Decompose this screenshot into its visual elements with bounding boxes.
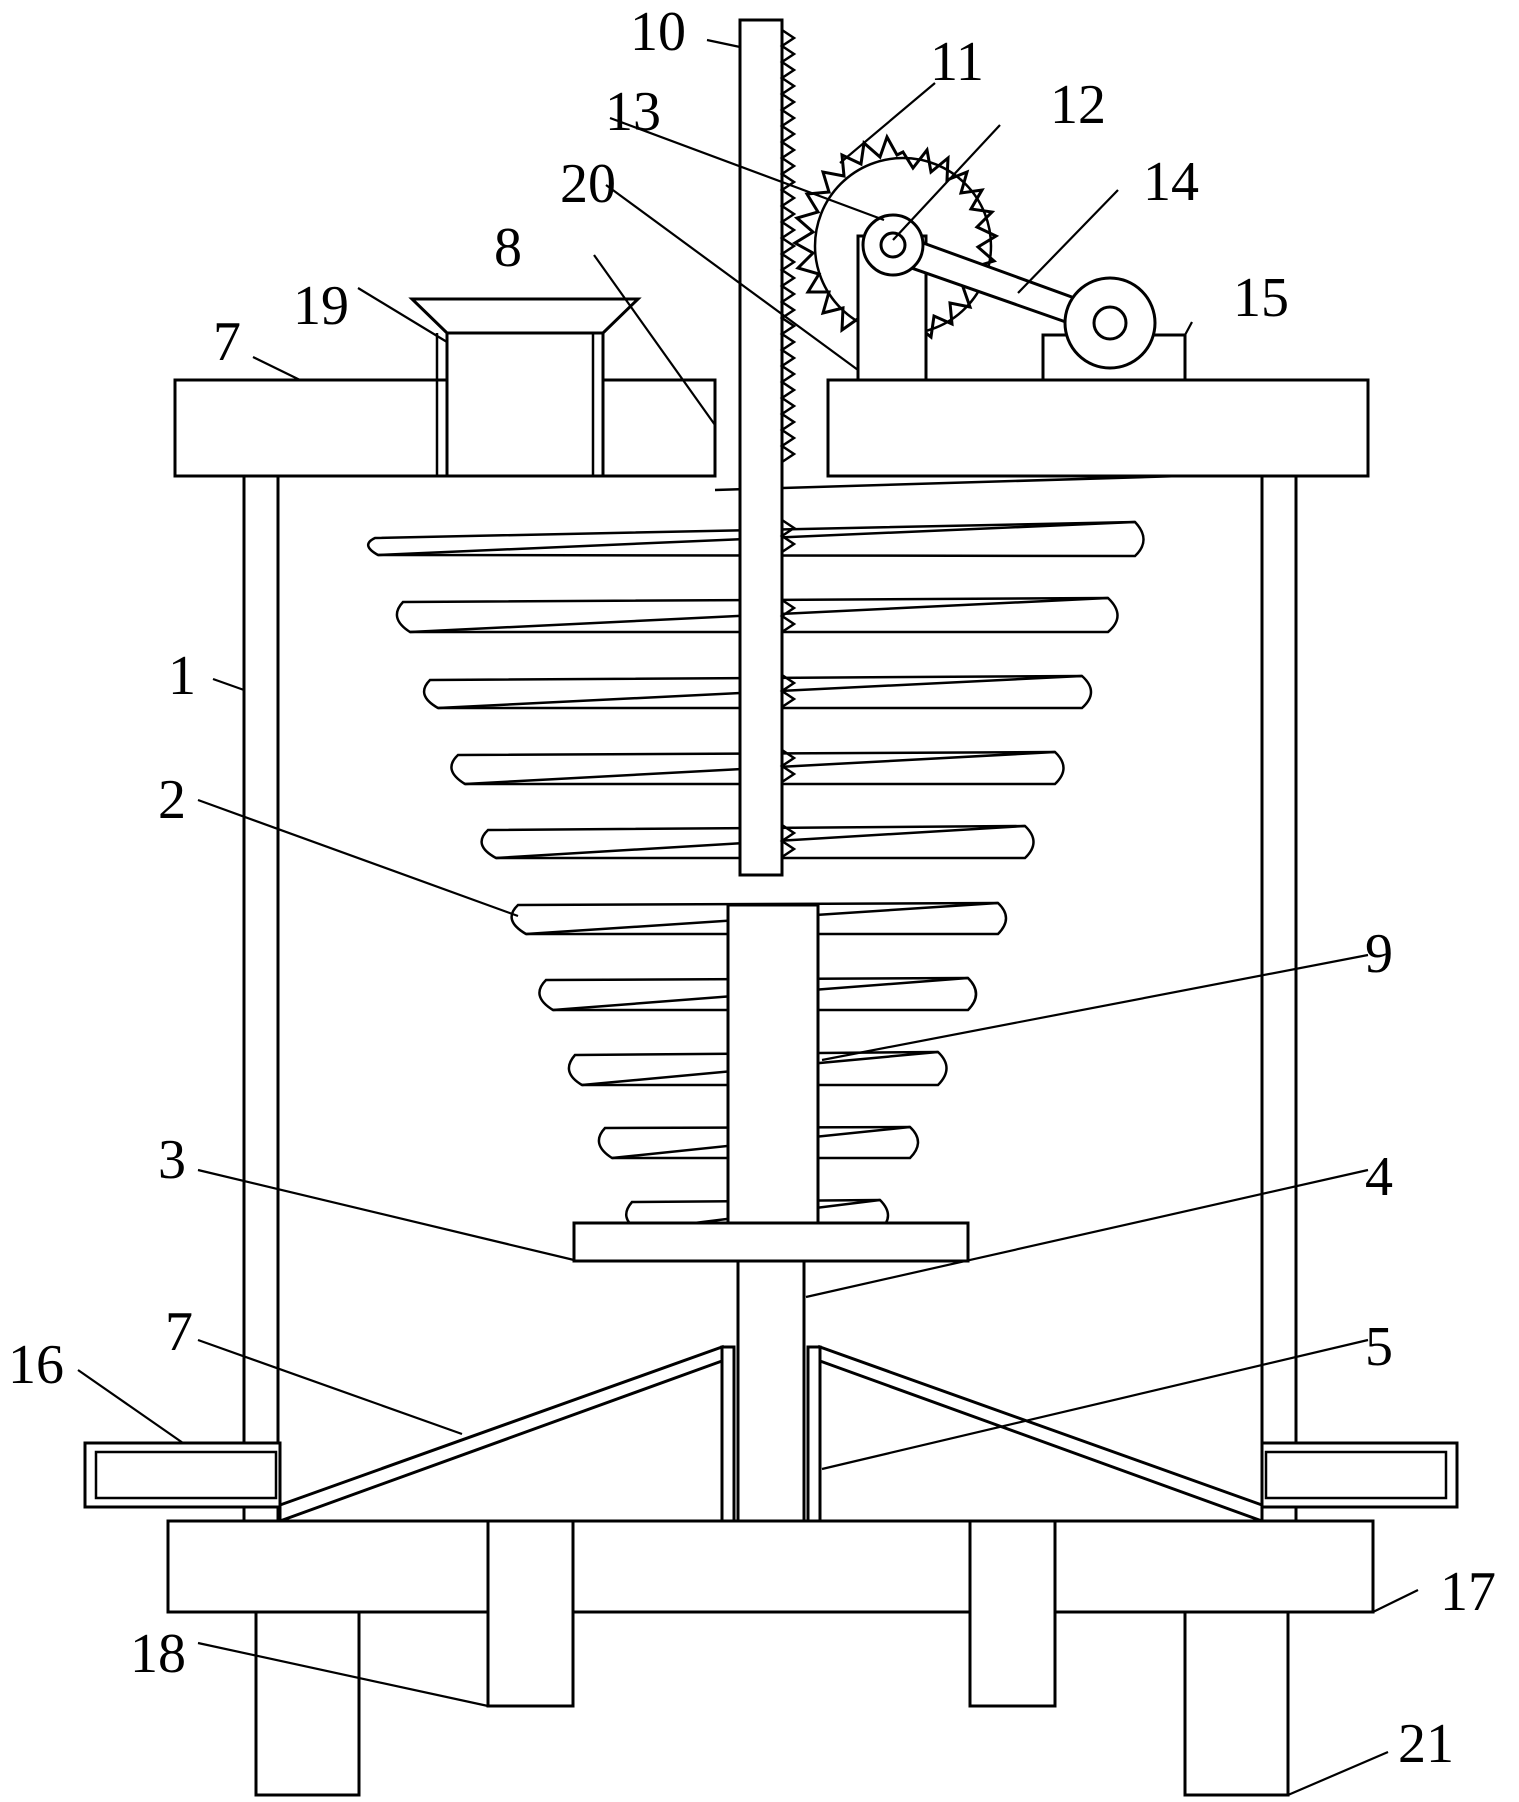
support-plate bbox=[572, 1221, 970, 1263]
labels: 1 2 3 4 5 7 7 8 9 10 11 12 13 14 15 16 1… bbox=[8, 1, 1496, 1775]
inner-leg-left bbox=[486, 1519, 575, 1708]
label-12: 12 bbox=[1050, 74, 1106, 136]
leader-lines bbox=[77, 38, 1419, 1797]
sleeve-tube bbox=[726, 903, 820, 1225]
support-column bbox=[736, 1259, 806, 1523]
label-19: 19 bbox=[293, 275, 349, 337]
top-cover-right bbox=[826, 378, 1370, 478]
label-14: 14 bbox=[1143, 151, 1199, 213]
label-20: 20 bbox=[560, 153, 616, 215]
label-11: 11 bbox=[930, 31, 984, 93]
label-2: 2 bbox=[158, 769, 186, 831]
motor-wheel bbox=[1063, 276, 1157, 370]
label-7-bottom: 7 bbox=[165, 1301, 193, 1363]
label-17: 17 bbox=[1440, 1561, 1496, 1623]
label-3: 3 bbox=[158, 1129, 186, 1191]
foot-right bbox=[1183, 1610, 1290, 1797]
label-7-top: 7 bbox=[213, 311, 241, 373]
inner-leg-right bbox=[968, 1519, 1057, 1708]
label-21: 21 bbox=[1398, 1713, 1454, 1775]
gear-hub bbox=[861, 213, 925, 277]
brace-right bbox=[818, 1344, 1264, 1524]
label-4: 4 bbox=[1365, 1146, 1393, 1208]
handle-right bbox=[1260, 1441, 1459, 1509]
label-18: 18 bbox=[130, 1623, 186, 1685]
label-8: 8 bbox=[494, 217, 522, 279]
label-16: 16 bbox=[8, 1334, 64, 1396]
label-10: 10 bbox=[630, 1, 686, 63]
label-5: 5 bbox=[1365, 1316, 1393, 1378]
base-plate bbox=[166, 1519, 1375, 1614]
handle-left bbox=[83, 1441, 282, 1509]
gusset-right bbox=[806, 1345, 822, 1523]
feed-hopper bbox=[408, 297, 642, 478]
foot-left bbox=[254, 1610, 361, 1797]
gusset-left bbox=[720, 1345, 736, 1523]
top-cover-left bbox=[173, 378, 717, 478]
label-9: 9 bbox=[1365, 923, 1393, 985]
label-1: 1 bbox=[168, 645, 196, 707]
rack-shaft bbox=[738, 18, 797, 877]
tank-wall-left bbox=[242, 471, 280, 1523]
label-15: 15 bbox=[1233, 267, 1289, 329]
brace-left bbox=[278, 1344, 724, 1524]
label-13: 13 bbox=[605, 81, 661, 143]
